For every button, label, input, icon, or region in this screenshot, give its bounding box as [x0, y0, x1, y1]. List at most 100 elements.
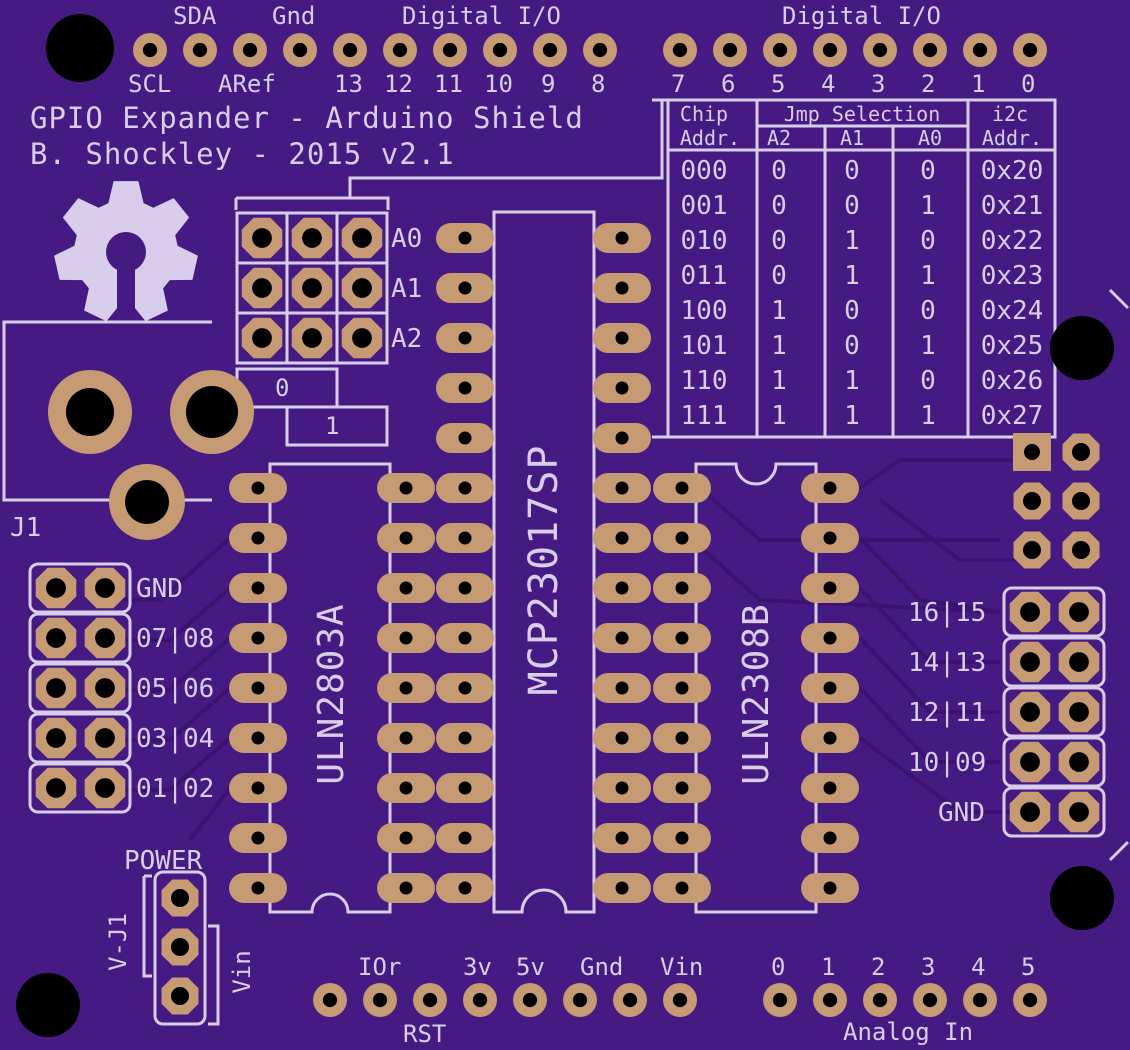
right-header-outline — [1002, 586, 1106, 638]
left-header-pad — [35, 667, 77, 709]
table-cell: 010 — [680, 226, 728, 256]
pad-hole — [922, 992, 938, 1008]
header-pad-bottom-power — [613, 983, 647, 1017]
table-cell: 0 — [920, 296, 936, 326]
pad-hole — [492, 42, 508, 58]
uln2308b-pin-left — [653, 523, 711, 553]
pad-hole — [675, 731, 689, 745]
table-cell: 0x24 — [980, 296, 1044, 326]
pad-hole — [615, 431, 629, 445]
mcp23017-pin-right — [593, 273, 651, 303]
pad-hole — [675, 781, 689, 795]
pad-hole — [46, 728, 66, 748]
jumper-outline — [335, 311, 389, 365]
label-right-gnd: GND — [938, 798, 985, 828]
pad-hole — [422, 992, 438, 1008]
uln2803a-pin-left — [229, 473, 287, 503]
table-cell: 101 — [680, 331, 728, 361]
header-pad-top-right — [1013, 33, 1047, 67]
table-cell: 011 — [680, 261, 728, 291]
pad-hole — [672, 992, 688, 1008]
label-right-14-13: 14|13 — [908, 648, 987, 678]
mcp23017-pin-left — [436, 373, 494, 403]
mcp23017-pin-left — [436, 423, 494, 453]
table-left-bracket — [652, 98, 670, 439]
label-jumper-a1: A1 — [391, 274, 423, 304]
mcp23017-pin-left — [436, 673, 494, 703]
mcp23017-pin-left — [436, 473, 494, 503]
pad-hole — [372, 992, 388, 1008]
label-power: POWER — [124, 846, 203, 876]
table-cell: 0x26 — [980, 366, 1044, 396]
pad-hole — [1072, 541, 1090, 559]
left-header-pad — [84, 717, 126, 759]
trace — [858, 636, 1000, 714]
pad-hole — [615, 831, 629, 845]
uln2308b-pin-right — [801, 473, 859, 503]
trace — [878, 498, 1030, 562]
pad-hole — [615, 681, 629, 695]
pads — [16, 14, 1114, 1037]
pad-hole — [1022, 992, 1038, 1008]
pad-hole — [251, 531, 265, 545]
table-header-i2c-addr: Addr. — [981, 126, 1043, 150]
uln2803a-pin-right — [377, 773, 435, 803]
pad-hole — [472, 992, 488, 1008]
uln2308b-pin-left — [653, 723, 711, 753]
pad-hole — [675, 631, 689, 645]
table-cell: 0 — [920, 366, 936, 396]
pad-hole — [615, 231, 629, 245]
pad-hole — [95, 778, 115, 798]
uln2308b-pin-right — [801, 673, 859, 703]
pad-hole — [399, 631, 413, 645]
pad-hole — [251, 781, 265, 795]
address-table-outline — [666, 98, 1057, 439]
pad-hole — [1069, 752, 1089, 772]
table-cell: 0 — [844, 331, 860, 361]
table-cell: 0 — [771, 226, 787, 256]
pad-hole — [458, 331, 472, 345]
label-d6: 6 — [721, 70, 736, 98]
uln2308b-pin-right — [801, 573, 859, 603]
pad-hole — [823, 581, 837, 595]
pad-hole — [46, 678, 66, 698]
header-pad-bottom-analog — [863, 983, 897, 1017]
label-vin-bottom: Vin — [660, 953, 704, 981]
table-header-chip: Chip — [679, 102, 729, 126]
table-cell: 0 — [771, 261, 787, 291]
mcp23017-pin-left — [436, 723, 494, 753]
pad-hole — [823, 781, 837, 795]
uln2803a-pin-right — [377, 873, 435, 903]
mounting-hole — [1050, 316, 1114, 380]
table-cell: 1 — [771, 296, 787, 326]
trace — [858, 586, 1000, 664]
table-cell: 1 — [920, 331, 936, 361]
mcp23017-pin-right — [593, 723, 651, 753]
uln2308b-pin-right — [801, 623, 859, 653]
pad-hole — [675, 481, 689, 495]
label-d4: 4 — [821, 70, 836, 98]
pad-hole — [46, 778, 66, 798]
table-cell: 100 — [680, 296, 728, 326]
header-pad-bottom-analog — [913, 983, 947, 1017]
pad-hole — [615, 531, 629, 545]
jumper-pad — [341, 317, 383, 359]
left-header-outline — [28, 662, 132, 714]
label-3v: 3v — [463, 953, 492, 981]
pad-hole — [399, 881, 413, 895]
pad-hole — [1072, 492, 1090, 510]
left-header-pad — [35, 617, 77, 659]
pad-hole — [615, 281, 629, 295]
jumper-pad — [241, 317, 283, 359]
pad-hole — [46, 628, 66, 648]
pad-hole — [251, 831, 265, 845]
pad-hole — [872, 42, 888, 58]
right-header-pad — [1058, 641, 1100, 683]
table-cell: 0 — [920, 226, 936, 256]
label-a1: 1 — [821, 953, 836, 981]
pad-hole — [572, 992, 588, 1008]
uln2803a-pin-left — [229, 823, 287, 853]
pad-hole — [251, 881, 265, 895]
uln2803a-outline — [268, 462, 392, 914]
